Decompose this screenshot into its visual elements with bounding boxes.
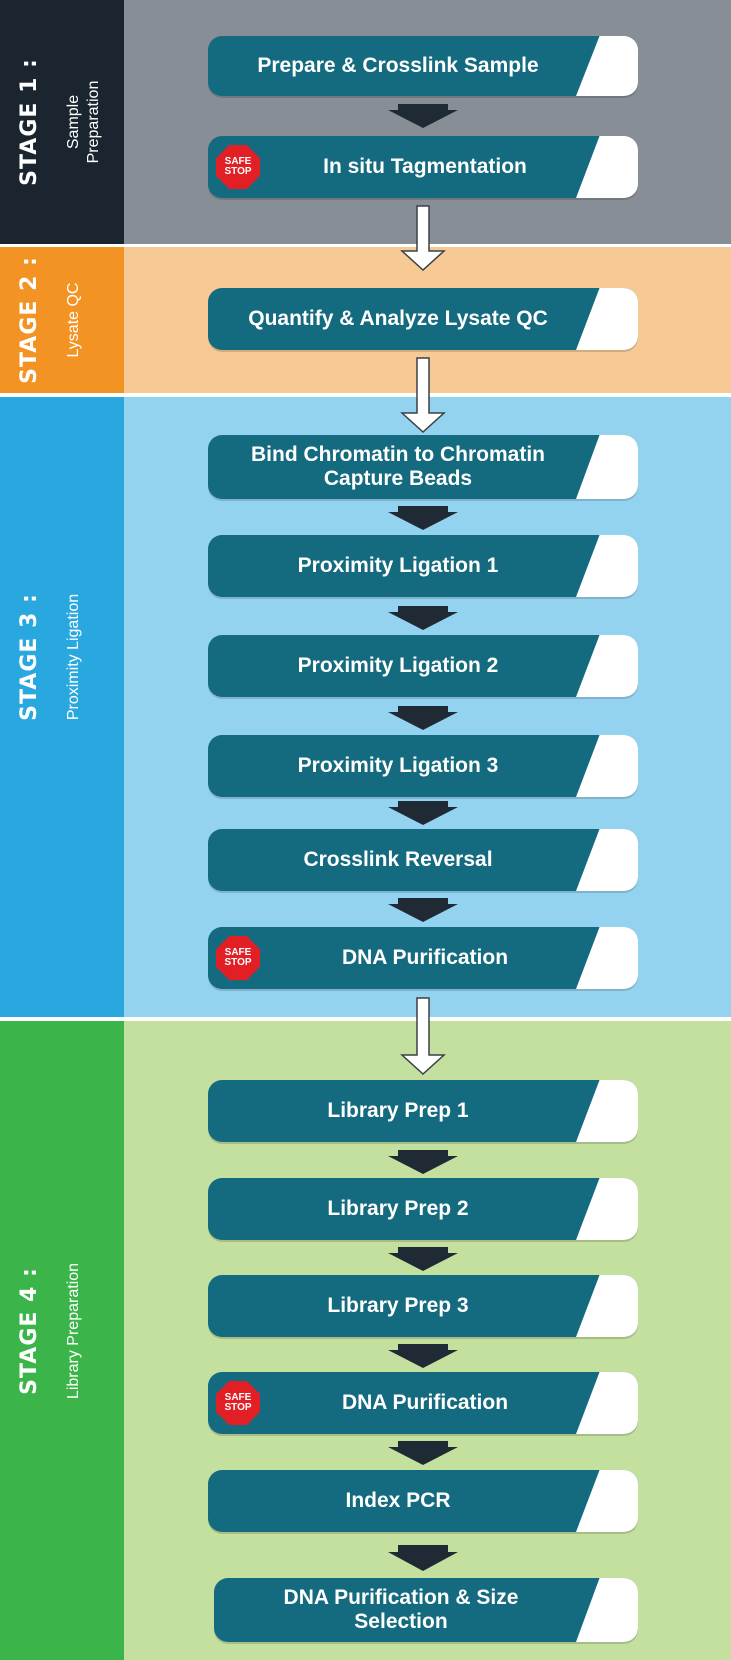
arrow-down-icon (388, 801, 458, 825)
step-label: Library Prep 1 (327, 1098, 469, 1122)
arrow-down-icon (388, 1247, 458, 1271)
stage-3-subtitle: Proximity Ligation (65, 593, 83, 721)
safe-stop-text-line1: SAFE (224, 1391, 252, 1403)
step-crosslink-reversal: Crosslink Reversal (208, 829, 638, 891)
step-in-situ-tagmentation: SAFE STOP In situ Tagmentation (208, 136, 638, 198)
step-dna-purification-1: SAFE STOP DNA Purification (208, 927, 638, 989)
arrow-down-icon (388, 104, 458, 128)
safe-stop-icon: SAFE STOP (216, 145, 260, 189)
step-label: Index PCR (345, 1488, 451, 1512)
step-proximity-ligation-3: Proximity Ligation 3 (208, 735, 638, 797)
arrow-down-icon (388, 506, 458, 530)
step-label: Quantify & Analyze Lysate QC (248, 306, 548, 330)
step-label: In situ Tagmentation (323, 154, 527, 178)
step-prepare-crosslink: Prepare & Crosslink Sample (208, 36, 638, 96)
arrow-down-icon (388, 1441, 458, 1465)
safe-stop-text-line2: STOP (224, 957, 252, 968)
arrow-down-icon (388, 1150, 458, 1174)
stage-2-title: STAGE 2 : (16, 256, 42, 384)
step-label: Bind Chromatin to Chromatin Capture Bead… (208, 435, 588, 499)
step-label-line1: DNA Purification & Size (283, 1585, 519, 1609)
step-library-prep-1: Library Prep 1 (208, 1080, 638, 1142)
step-library-prep-2: Library Prep 2 (208, 1178, 638, 1240)
step-proximity-ligation-2: Proximity Ligation 2 (208, 635, 638, 697)
safe-stop-text-line1: SAFE (224, 155, 252, 167)
arrow-down-icon (388, 898, 458, 922)
safe-stop-text-line2: STOP (224, 1402, 252, 1413)
step-index-pcr: Index PCR (208, 1470, 638, 1532)
step-label: Prepare & Crosslink Sample (257, 53, 539, 77)
stage-1-subtitle-line2: Preparation (85, 80, 102, 164)
step-label-line1: Bind Chromatin to Chromatin (251, 442, 545, 466)
step-label: Library Prep 2 (327, 1196, 469, 1220)
stage-4-label-panel: STAGE 4 : Library Preparation (0, 1021, 124, 1660)
step-lysate-qc: Quantify & Analyze Lysate QC (208, 288, 638, 350)
stage-transition-arrow-icon (400, 357, 446, 433)
safe-stop-icon: SAFE STOP (216, 936, 260, 980)
step-label: DNA Purification & Size Selection (214, 1578, 588, 1642)
stage-transition-arrow-icon (400, 997, 446, 1075)
stage-3-label-panel: STAGE 3 : Proximity Ligation (0, 397, 124, 1017)
arrow-down-icon (388, 606, 458, 630)
step-label: Proximity Ligation 1 (297, 553, 499, 577)
step-label: Crosslink Reversal (303, 847, 493, 871)
safe-stop-text-line1: SAFE (224, 946, 252, 958)
step-library-prep-3: Library Prep 3 (208, 1275, 638, 1337)
step-label: Proximity Ligation 3 (297, 753, 499, 777)
stage-1-subtitle: Sample Preparation (64, 81, 104, 164)
step-label-line2: Capture Beads (323, 467, 473, 490)
stage-4-subtitle: Library Preparation (65, 1262, 83, 1400)
arrow-down-icon (388, 1545, 458, 1571)
stage-4-title: STAGE 4 : (16, 1267, 42, 1395)
stage-2-label-panel: STAGE 2 : Lysate QC (0, 247, 124, 393)
step-label: Library Prep 3 (327, 1293, 469, 1317)
step-label-line2: Selection (354, 1610, 448, 1633)
step-label: DNA Purification (341, 1390, 509, 1414)
stage-3-title: STAGE 3 : (16, 593, 42, 721)
step-label: DNA Purification (341, 945, 509, 969)
arrow-down-icon (388, 706, 458, 730)
step-dna-purification-size-selection: DNA Purification & Size Selection (214, 1578, 638, 1642)
stage-1-title: STAGE 1 : (16, 58, 42, 186)
stage-2-subtitle: Lysate QC (65, 282, 83, 358)
stage-transition-arrow-icon (400, 205, 446, 271)
safe-stop-text-line2: STOP (224, 166, 252, 177)
safe-stop-icon: SAFE STOP (216, 1381, 260, 1425)
step-dna-purification-2: SAFE STOP DNA Purification (208, 1372, 638, 1434)
step-bind-chromatin: Bind Chromatin to Chromatin Capture Bead… (208, 435, 638, 499)
arrow-down-icon (388, 1344, 458, 1368)
stage-1-subtitle-line1: Sample (65, 94, 82, 150)
stage-1-label-panel: STAGE 1 : Sample Preparation (0, 0, 124, 244)
step-label: Proximity Ligation 2 (297, 653, 499, 677)
step-proximity-ligation-1: Proximity Ligation 1 (208, 535, 638, 597)
